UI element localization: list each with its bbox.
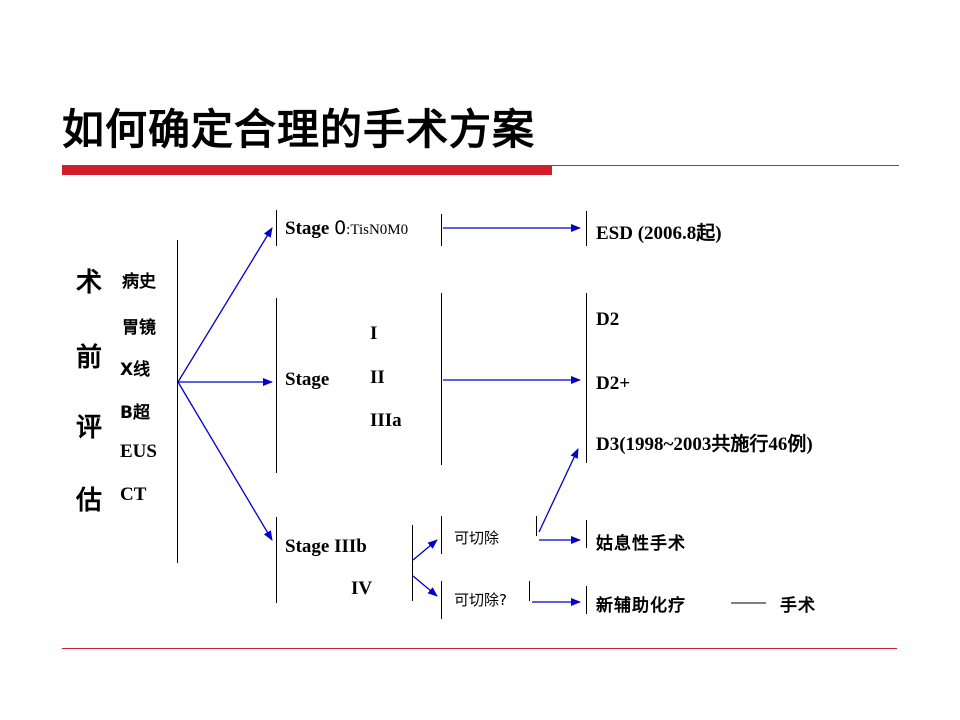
title-underline-bar xyxy=(62,165,552,175)
stage-mid-label: Stage xyxy=(285,369,330,390)
stage-late-bracket-line xyxy=(276,517,277,603)
result-d2: D2 xyxy=(596,309,620,330)
arrow-late-to-maybe xyxy=(412,575,438,597)
page-title: 如何确定合理的手术方案 xyxy=(62,105,536,154)
result-palliative: 姑息性手术 xyxy=(596,534,686,554)
exam-gastroscopy: 胃镜 xyxy=(122,318,156,338)
stage0-prefix: Stage xyxy=(285,218,335,239)
stage-IV-label: IV xyxy=(351,578,373,599)
result-surgery: 手术 xyxy=(780,596,816,616)
stage0-label: Stage 0:TisN0M0 xyxy=(285,217,408,240)
arrow-late-to-resectable xyxy=(412,539,438,561)
stage-late-right-line xyxy=(412,525,413,601)
result-d-bracket-line xyxy=(586,293,587,463)
exam-history: 病史 xyxy=(122,272,156,292)
eval-char-4: 估 xyxy=(76,486,103,516)
exam-eus: EUS xyxy=(120,441,157,462)
footer-rule xyxy=(62,648,897,649)
stage-II: II xyxy=(370,367,385,388)
arrow-eval-to-stage0 xyxy=(177,227,273,383)
result-neoadjuvant-bracket-line xyxy=(586,586,587,614)
eval-char-2: 前 xyxy=(76,343,103,373)
resectable-label: 可切除 xyxy=(454,529,500,547)
result-palliative-bracket-line xyxy=(586,520,587,548)
title-rule xyxy=(552,165,899,166)
stage-I: I xyxy=(370,323,378,344)
stage0-tnm: :TisN0M0 xyxy=(346,222,409,238)
exam-xray: X线 xyxy=(120,360,151,380)
stage0-bracket-line xyxy=(276,210,277,246)
maybe-resectable-label: 可切除? xyxy=(454,591,507,609)
result-d2plus: D2+ xyxy=(596,373,631,394)
stage-IIIa: IIIa xyxy=(370,410,402,431)
exam-ct: CT xyxy=(120,484,147,505)
arrow-eval-to-stage-late xyxy=(177,381,273,541)
stage-mid-right-line xyxy=(441,293,442,465)
result-esd: ESD (2006.8起) xyxy=(596,223,722,244)
resect-yes-left-line xyxy=(441,516,442,554)
result-d3: D3(1998~2003共施行46例) xyxy=(596,434,813,455)
resect-yes-right-line xyxy=(536,516,537,536)
stage0-right-line xyxy=(441,214,442,246)
result-esd-bracket-line xyxy=(586,211,587,246)
arrow-resectable-to-d3 xyxy=(538,448,579,533)
stage-mid-bracket-line xyxy=(276,298,277,473)
eval-char-3: 评 xyxy=(76,413,103,443)
result-neoadjuvant: 新辅助化疗 xyxy=(596,596,686,616)
eval-char-1: 术 xyxy=(76,268,103,298)
exam-ultrasound: B超 xyxy=(120,403,150,423)
resect-maybe-right-line xyxy=(529,581,530,601)
stage-IIIb-label: Stage IIIb xyxy=(285,536,367,557)
resect-maybe-left-line xyxy=(441,581,442,619)
eval-bracket-line xyxy=(177,240,178,563)
stage0-number: 0 xyxy=(334,217,347,239)
